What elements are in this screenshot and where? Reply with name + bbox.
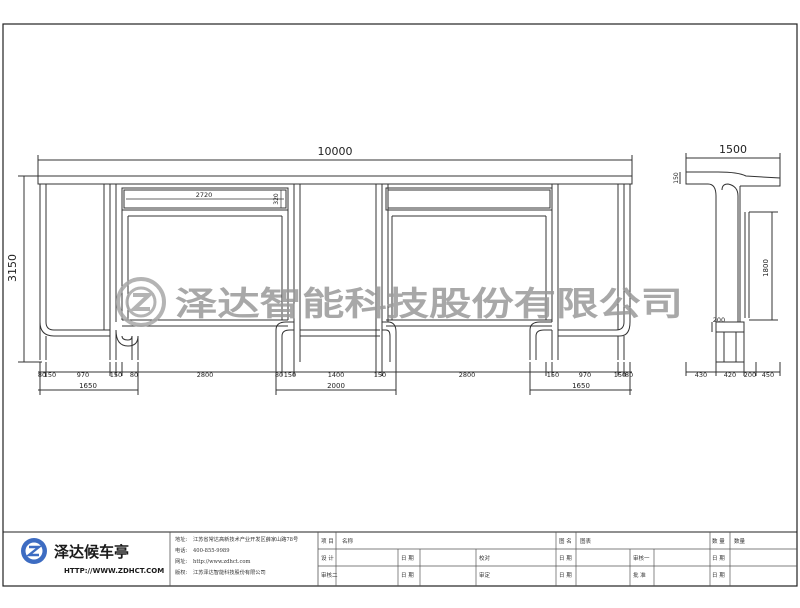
title-block: 泽达候车亭 HTTP://WWW.ZDHCT.COM 地址: 江苏省常达高新技术… (3, 531, 797, 586)
info-grid (318, 532, 797, 586)
dim-label: 450 (762, 371, 774, 379)
dim-label: 2800 (197, 371, 214, 379)
cell-date-label: 日 期 (559, 572, 572, 579)
info-value: http://www.zdhct.com (193, 559, 250, 565)
dim-label: 150 (547, 371, 559, 379)
watermark-logo-icon (116, 277, 166, 327)
dim-group-left: 1650 (79, 382, 97, 390)
dim-total-length: 10000 (318, 145, 353, 158)
brand-name: 泽达候车亭 (54, 543, 129, 561)
info-label: 网址: (175, 557, 187, 565)
brand-logo-icon (21, 538, 47, 564)
cell-date-label: 日 期 (712, 572, 725, 579)
dim-label: 80 (130, 371, 138, 379)
dim-drawer-width: 2720 (196, 191, 213, 199)
cell-quantity: 数量 (734, 537, 746, 545)
dim-label: 150 (284, 371, 296, 379)
dim-side-seat: 200 (713, 316, 725, 324)
info-grid-text: 项 目 名称 图 名 图表 数 量 数量 设 计 日 期 校对 日 期 审核一 … (321, 537, 746, 579)
cell-date-label: 日 期 (401, 555, 414, 562)
dim-group-center: 2000 (327, 382, 345, 390)
dim-drawer-height: 320 (273, 193, 280, 205)
cell-drawing-name: 图表 (580, 537, 592, 545)
cell-ratify-label: 批 准 (633, 571, 646, 579)
cell-date-label: 日 期 (559, 555, 572, 562)
dim-label: 200 (744, 371, 756, 379)
roof-band (37, 175, 633, 185)
info-label: 地址: (175, 535, 187, 543)
dim-label: 1400 (328, 371, 345, 379)
dim-total-height: 3150 (6, 254, 19, 282)
dim-label: 420 (724, 371, 736, 379)
info-value: 江苏省常达高新技术产业开发区薛家山路78号 (193, 535, 298, 543)
cell-review1-label: 审核一 (633, 554, 650, 562)
dim-label: 80 (38, 371, 46, 379)
cell-drawing-name-label: 图 名 (559, 537, 572, 545)
dim-label: 80 (275, 371, 283, 379)
dim-label: 150 (374, 371, 386, 379)
dim-label: 970 (579, 371, 591, 379)
dim-label: 80 (625, 371, 633, 379)
side-elevation (679, 153, 781, 376)
info-label: 电话: (175, 546, 187, 554)
info-value: 江苏泽达智能科技股份有限公司 (193, 568, 266, 576)
info-value: 400-855-9989 (193, 548, 230, 554)
dim-group-right: 1650 (572, 382, 590, 390)
cell-approve-label: 审定 (479, 571, 491, 579)
sheet-border (2, 23, 798, 587)
company-info: 地址: 江苏省常达高新技术产业开发区薛家山路78号 电话: 400-855-99… (175, 535, 298, 576)
cell-review2-label: 审核二 (321, 571, 338, 579)
cell-proofread-label: 校对 (479, 554, 491, 562)
cell-name: 名称 (342, 537, 354, 545)
dim-label: 150 (44, 371, 56, 379)
cell-date-label: 日 期 (712, 555, 725, 562)
info-label: 版权: (175, 568, 187, 576)
dim-label: 430 (695, 371, 707, 379)
cell-quantity-label: 数 量 (712, 537, 725, 545)
dim-label: 150 (110, 371, 122, 379)
watermark: 泽达智能科技股份有限公司 (116, 277, 683, 327)
brand-url: HTTP://WWW.ZDHCT.COM (64, 567, 164, 575)
dim-label: 970 (77, 371, 89, 379)
dim-label: 2800 (459, 371, 476, 379)
cell-project-label: 项 目 (321, 538, 334, 545)
dim-side-top: 150 (673, 172, 680, 184)
dim-side-panel: 1800 (762, 259, 770, 277)
front-elevation (18, 155, 633, 395)
dim-label: 150 (614, 371, 626, 379)
cell-date-label: 日 期 (401, 572, 414, 579)
watermark-company: 泽达智能科技股份有限公司 (175, 284, 683, 323)
bottom-dimensions: 80 150 970 150 80 2800 80 150 1400 150 2… (38, 371, 633, 390)
side-bottom-dimensions: 430 420 200 450 (695, 371, 774, 379)
cell-design-label: 设 计 (321, 554, 334, 562)
dim-side-depth: 1500 (719, 143, 747, 156)
